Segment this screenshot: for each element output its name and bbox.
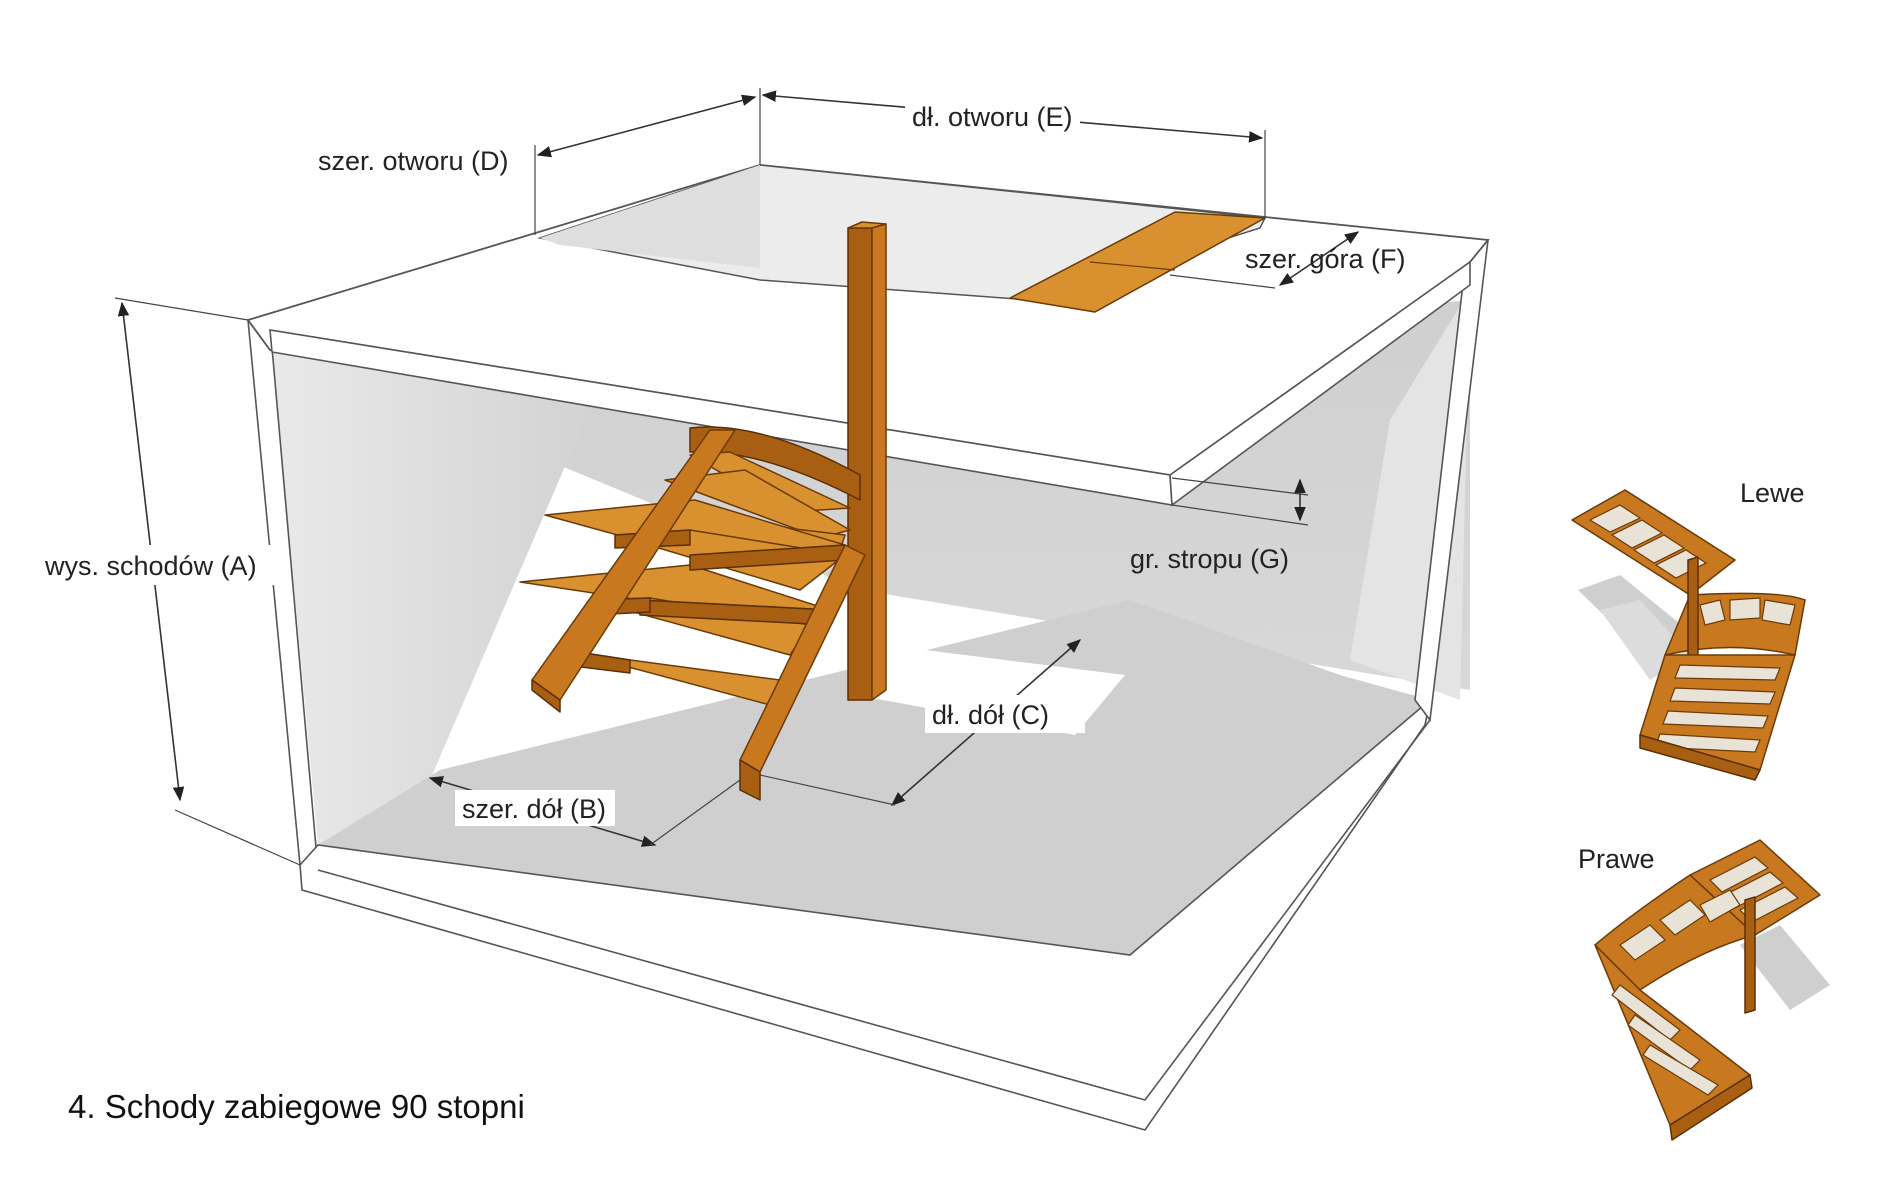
slab-right-edge bbox=[1169, 260, 1471, 507]
left-variant-staircase bbox=[1571, 489, 1806, 781]
dimension-lines bbox=[40, 88, 1360, 866]
left-variant-label: Lewe bbox=[1740, 478, 1805, 508]
right-variant-staircase bbox=[1594, 839, 1830, 1141]
floor-shade bbox=[318, 600, 1430, 955]
winder-tread-2 bbox=[664, 469, 851, 539]
top-width-line bbox=[1278, 231, 1360, 286]
opening-inner-wall bbox=[540, 165, 760, 268]
opening-width-line bbox=[536, 94, 757, 158]
right-variant-newel bbox=[1744, 896, 1756, 1014]
bottom-length-label: dł. dół (C) bbox=[932, 700, 1049, 730]
main-staircase bbox=[519, 211, 1266, 801]
right-variant-label: Prawe bbox=[1578, 844, 1655, 874]
bottom-width-label: szer. dół (B) bbox=[462, 794, 606, 824]
diagram-title: 4. Schody zabiegowe 90 stopni bbox=[68, 1088, 525, 1125]
left-wall-shade bbox=[272, 350, 600, 845]
newel-post bbox=[847, 227, 873, 701]
opening-width-label: szer. otworu (D) bbox=[318, 146, 509, 176]
right-variant-shadow bbox=[1740, 925, 1830, 1010]
opening-length-label: dł. otworu (E) bbox=[912, 102, 1073, 132]
dimension-labels: dł. otworu (E) szer. otworu (D) szer. gó… bbox=[44, 102, 1406, 824]
top-width-label: szer. góra (F) bbox=[1245, 244, 1406, 274]
slab-thickness-label: gr. stropu (G) bbox=[1130, 544, 1289, 574]
stair-height-label: wys. schodów (A) bbox=[44, 551, 257, 581]
